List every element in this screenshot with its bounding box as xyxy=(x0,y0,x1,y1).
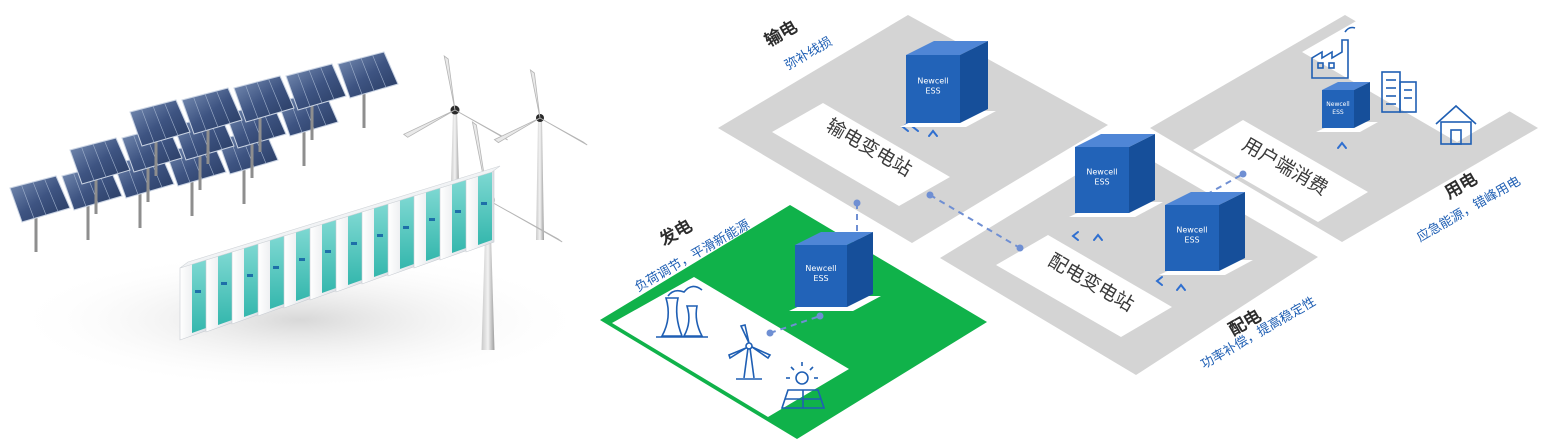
battery-cabinet xyxy=(465,170,495,253)
battery-cabinet xyxy=(283,226,313,309)
battery-cabinet-row xyxy=(179,165,501,341)
ess-label-line2: ESS xyxy=(1332,109,1344,116)
solar-array xyxy=(9,51,399,252)
battery-cabinet xyxy=(335,210,365,293)
arrow-chevron-left xyxy=(1155,276,1163,286)
ess-label-line1: Newcell xyxy=(1176,226,1207,235)
wind-turbine-icon xyxy=(728,324,772,380)
house-icon xyxy=(1435,104,1477,145)
ess-label-line2: ESS xyxy=(1184,236,1199,245)
consumer-station-card xyxy=(1193,120,1368,222)
arrow-chevron-up xyxy=(1176,283,1186,291)
consumption-icon-area xyxy=(1302,20,1512,142)
ess-label-line1: Newcell xyxy=(1086,168,1117,177)
ess-label-line2: ESS xyxy=(813,274,828,283)
arrow-chevron-up xyxy=(928,129,938,137)
solar-wind-storage-illustration xyxy=(9,51,590,390)
solar-panel xyxy=(129,99,191,176)
arrow-chevron-left xyxy=(1071,231,1079,241)
solar-panel-icon xyxy=(780,362,826,409)
ground-shadow xyxy=(10,250,590,390)
connector-generation-plant xyxy=(769,315,821,334)
transmission-zone-title: 输电 xyxy=(761,16,801,51)
arrow-chevron-up xyxy=(1337,141,1347,149)
solar-panel xyxy=(181,87,243,164)
ess-label-line2: ESS xyxy=(925,87,940,96)
battery-cabinet xyxy=(361,202,391,285)
wind-turbine xyxy=(493,69,588,240)
ess-label-line1: Newcell xyxy=(917,77,948,86)
solar-panel xyxy=(9,175,71,252)
solar-panel xyxy=(285,63,347,140)
solar-panel xyxy=(233,75,295,152)
battery-cabinet xyxy=(439,178,469,261)
generation-zone-title: 发电 xyxy=(655,215,696,251)
ess-label-line1: Newcell xyxy=(1326,101,1350,108)
ess-label-line2: ESS xyxy=(1094,178,1109,187)
battery-cabinet xyxy=(231,242,261,325)
connector-lines xyxy=(769,173,1244,334)
cabinet-roof xyxy=(179,165,501,269)
factory-icon xyxy=(1311,26,1356,79)
generation-platform xyxy=(600,205,987,439)
ess-label-line1: Newcell xyxy=(805,264,836,273)
generation-inner-area xyxy=(612,277,849,417)
solar-panel xyxy=(69,137,131,214)
transmission-station-card xyxy=(772,103,950,206)
battery-cabinet xyxy=(413,186,443,269)
battery-cabinet xyxy=(309,218,339,301)
flow-arrows xyxy=(901,122,1347,291)
distribution-station-card xyxy=(996,235,1172,337)
power-plant-icon xyxy=(656,285,708,338)
battery-cabinet xyxy=(387,194,417,277)
connector-distribution-consumer xyxy=(1196,173,1244,201)
battery-cabinet xyxy=(179,258,209,341)
solar-panel xyxy=(337,51,399,128)
office-building-icon xyxy=(1381,71,1417,113)
transmission-platform xyxy=(718,15,1108,243)
arrow-chevron-up xyxy=(1093,233,1103,241)
wind-turbine xyxy=(402,55,508,200)
ess-units: NewcellESSNewcellESSNewcellESSNewcellESS… xyxy=(789,41,1378,311)
